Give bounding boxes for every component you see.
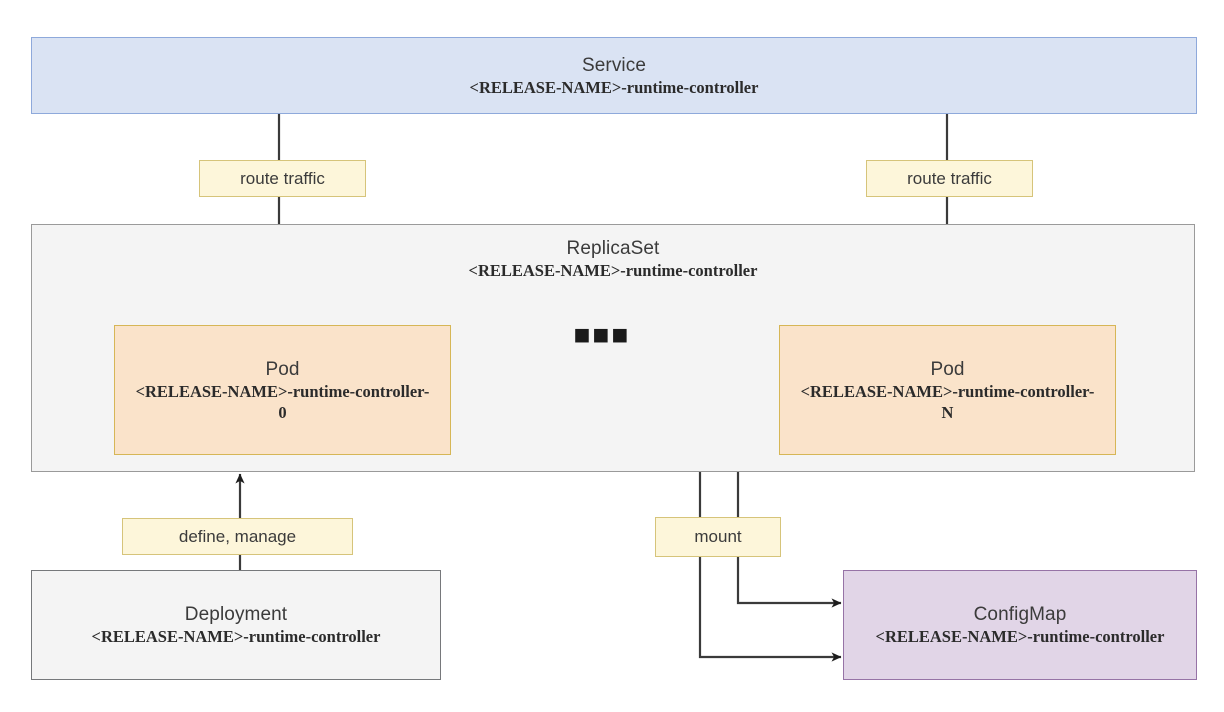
pod-subtitle: <RELEASE-NAME>-runtime-controller-N xyxy=(800,381,1095,422)
deployment-title: Deployment xyxy=(184,604,288,625)
pod-node-n[interactable]: Pod <RELEASE-NAME>-runtime-controller-N xyxy=(779,325,1116,455)
configmap-node[interactable]: ConfigMap <RELEASE-NAME>-runtime-control… xyxy=(843,570,1197,680)
edge-label-route-traffic-left: route traffic xyxy=(199,160,366,197)
service-title: Service xyxy=(581,54,647,76)
configmap-title: ConfigMap xyxy=(973,604,1067,625)
pod-title: Pod xyxy=(930,358,965,380)
service-node[interactable]: Service <RELEASE-NAME>-runtime-controlle… xyxy=(31,37,1197,114)
deployment-node[interactable]: Deployment <RELEASE-NAME>-runtime-contro… xyxy=(31,570,441,680)
pod-node-0[interactable]: Pod <RELEASE-NAME>-runtime-controller-0 xyxy=(114,325,451,455)
configmap-subtitle: <RELEASE-NAME>-runtime-controller xyxy=(875,627,1165,646)
replicaset-subtitle: <RELEASE-NAME>-runtime-controller xyxy=(468,261,758,280)
service-subtitle: <RELEASE-NAME>-runtime-controller xyxy=(469,77,759,97)
pods-ellipsis: ■■■ xyxy=(573,319,631,350)
pod-subtitle: <RELEASE-NAME>-runtime-controller-0 xyxy=(135,381,430,422)
edge-label-mount: mount xyxy=(655,517,781,557)
deployment-subtitle: <RELEASE-NAME>-runtime-controller xyxy=(91,627,381,646)
edge-label-route-traffic-right: route traffic xyxy=(866,160,1033,197)
edge-label-define-manage: define, manage xyxy=(122,518,353,555)
pod-title: Pod xyxy=(265,358,300,380)
replicaset-title: ReplicaSet xyxy=(566,238,660,259)
